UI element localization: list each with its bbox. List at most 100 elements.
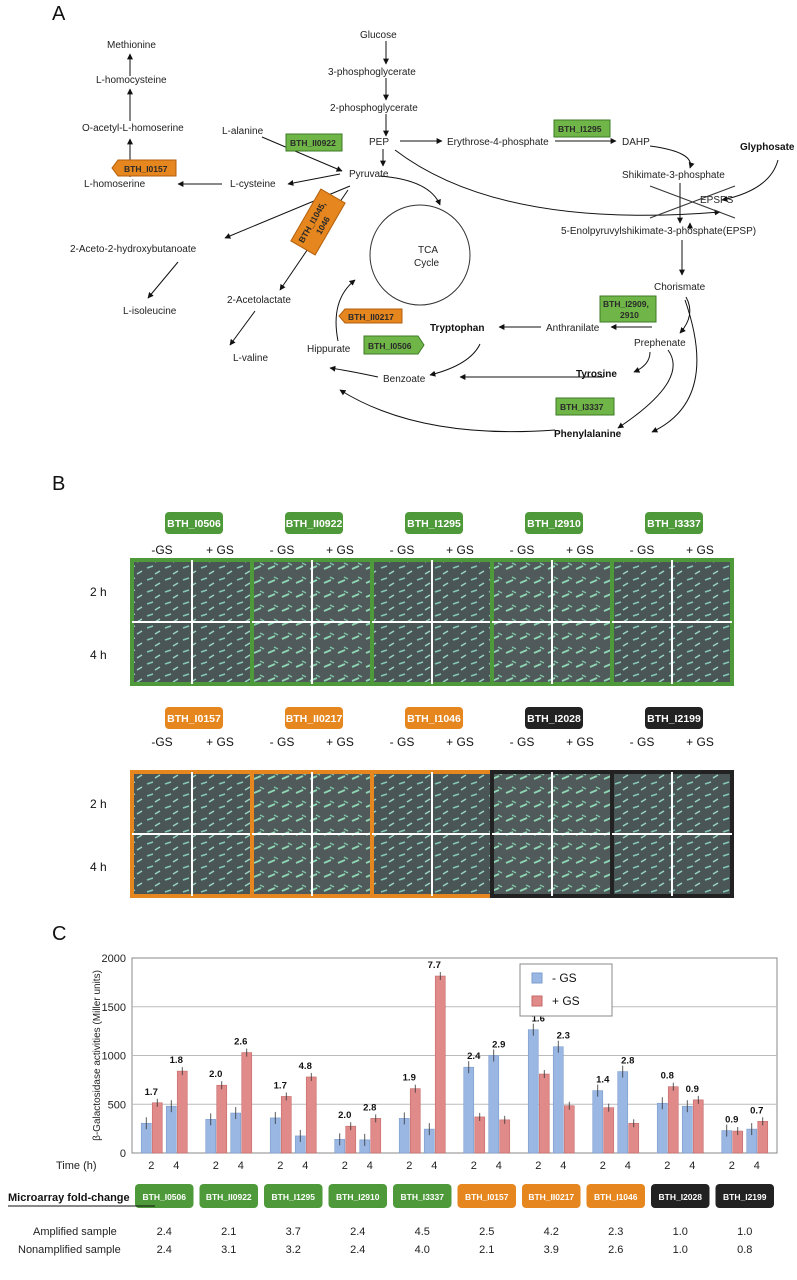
- node-dahp: DAHP: [622, 137, 650, 148]
- condition-label-pos: + GS: [446, 543, 474, 557]
- svg-text:BTH_I0506: BTH_I0506: [368, 341, 412, 351]
- fold-change-label: 2.4: [467, 1051, 481, 1062]
- gene-badge: [525, 707, 583, 729]
- condition-label-pos: + GS: [326, 735, 354, 749]
- amplified-value: 1.0: [673, 1226, 688, 1238]
- bar-pos-gs: [474, 1116, 486, 1154]
- row-label-amplified: Amplified sample: [33, 1226, 117, 1238]
- node-glucose: Glucose: [360, 30, 397, 41]
- bar-neg-gs: [488, 1055, 500, 1154]
- bar-pos-gs: [176, 1070, 188, 1154]
- fold-change-label: 0.9: [686, 1084, 699, 1095]
- y-tick-label: 1000: [102, 1051, 126, 1063]
- fold-change-label: 2.9: [492, 1040, 505, 1051]
- nonamplified-value: 0.8: [737, 1244, 752, 1256]
- y-tick-label: 500: [108, 1099, 126, 1111]
- gene-badge-label: BTH_I3337: [647, 518, 701, 530]
- fold-change-label: 0.9: [725, 1115, 738, 1126]
- amplified-value: 4.5: [415, 1226, 430, 1238]
- node-pyruvate: Pyruvate: [349, 169, 389, 180]
- bar-pos-gs: [434, 975, 446, 1154]
- time-tick-label: 4: [431, 1160, 437, 1172]
- svg-text:2910: 2910: [620, 310, 639, 320]
- svg-text:BTH_II0217: BTH_II0217: [348, 312, 394, 322]
- gene-badge-label: BTH_I1046: [594, 1192, 638, 1202]
- gene-badge: [285, 512, 343, 534]
- gene-badge: [264, 1184, 323, 1208]
- gene-box-bth-i3337: BTH_I3337: [555, 397, 615, 416]
- amplified-value: 2.1: [221, 1226, 236, 1238]
- node-2-acetolactate: 2-Acetolactate: [227, 295, 291, 306]
- condition-label-neg: - GS: [270, 735, 295, 749]
- node-l-valine: L-valine: [233, 353, 268, 364]
- svg-text:BTH_I3337: BTH_I3337: [560, 402, 604, 412]
- gene-box-bth-i2909-2910: BTH_I2909, 2910: [599, 295, 657, 323]
- condition-label-neg: - GS: [630, 543, 655, 557]
- node-tryptophan: Tryptophan: [430, 323, 484, 334]
- amplified-value: 1.0: [737, 1226, 752, 1238]
- time-tick-label: 2: [342, 1160, 348, 1172]
- time-label-4h: 4 h: [90, 860, 107, 874]
- gene-box-bth-i0506: BTH_I0506: [363, 335, 425, 355]
- time-tick-label: 4: [560, 1160, 566, 1172]
- fold-change-label: 2.8: [621, 1056, 634, 1067]
- gene-badge: [645, 707, 703, 729]
- bar-neg-gs: [527, 1029, 539, 1154]
- gene-badge: [165, 707, 223, 729]
- gene-box-bth-i0157: BTH_I0157: [111, 159, 177, 177]
- node-2-aceto-2-hydroxybutanoate: 2-Aceto-2-hydroxybutanoate: [70, 244, 197, 255]
- gene-badge-label: BTH_I2028: [659, 1192, 703, 1202]
- fold-change-label: 0.8: [661, 1071, 674, 1082]
- gene-badge-label: BTH_I1046: [407, 713, 461, 725]
- gene-badge-label: BTH_I0157: [167, 713, 221, 725]
- y-tick-label: 2000: [102, 953, 126, 965]
- gene-badge: [457, 1184, 516, 1208]
- time-label-4h: 4 h: [90, 648, 107, 662]
- condition-label-neg: - GS: [630, 735, 655, 749]
- gene-badge-label: BTH_I2028: [527, 713, 581, 725]
- gene-box-bth-i1045-1046: BTH_I1045, 1046: [290, 188, 346, 256]
- condition-label-neg: - GS: [510, 543, 535, 557]
- node-l-homocysteine: L-homocysteine: [96, 75, 167, 86]
- fold-change-label: 0.7: [750, 1105, 763, 1116]
- fold-change-label: 4.8: [299, 1061, 312, 1072]
- condition-label-pos: + GS: [566, 543, 594, 557]
- bar-neg-gs: [592, 1090, 604, 1154]
- bar-pos-gs: [370, 1118, 382, 1154]
- y-axis-label: β-Galactosidase activities (Miller units…: [92, 970, 103, 1141]
- fold-change-label: 1.6: [532, 1014, 545, 1025]
- node-chorismate: Chorismate: [654, 282, 706, 293]
- amplified-value: 2.3: [608, 1226, 623, 1238]
- time-tick-label: 4: [625, 1160, 631, 1172]
- gene-badge: [135, 1184, 194, 1208]
- node-pep: PEP: [369, 137, 389, 148]
- pathway-arrows: [127, 41, 779, 433]
- bar-pos-gs: [280, 1096, 292, 1154]
- time-tick-label: 4: [367, 1160, 373, 1172]
- y-tick-label: 0: [120, 1148, 126, 1160]
- node-shikimate-3-phosphate: Shikimate-3-phosphate: [622, 170, 725, 181]
- node-2-phosphoglycerate: 2-phosphoglycerate: [330, 103, 418, 114]
- nonamplified-value: 4.0: [415, 1244, 430, 1256]
- gene-badge-label: BTH_I0506: [143, 1192, 187, 1202]
- bar-pos-gs: [603, 1107, 615, 1154]
- epsps-inhibition-cross: [649, 185, 736, 219]
- bar-pos-gs: [241, 1052, 253, 1154]
- gene-badge-label: BTH_I2910: [527, 518, 581, 530]
- time-tick-label: 2: [277, 1160, 283, 1172]
- x-axis-label: Time (h): [56, 1160, 97, 1172]
- bar-pos-gs: [538, 1073, 550, 1154]
- amplified-value: 4.2: [544, 1226, 559, 1238]
- node-methionine: Methionine: [107, 40, 156, 51]
- time-tick-label: 2: [471, 1160, 477, 1172]
- nonamplified-value: 3.9: [544, 1244, 559, 1256]
- panel-c-label: C: [52, 923, 66, 945]
- svg-text:BTH_I0157: BTH_I0157: [124, 164, 168, 174]
- table-title: Microarray fold-change: [8, 1192, 130, 1204]
- nonamplified-value: 2.6: [608, 1244, 623, 1256]
- gene-badge: [405, 707, 463, 729]
- time-tick-label: 2: [213, 1160, 219, 1172]
- bar-pos-gs: [305, 1076, 317, 1154]
- bar-neg-gs: [656, 1102, 668, 1154]
- time-label-2h: 2 h: [90, 797, 107, 811]
